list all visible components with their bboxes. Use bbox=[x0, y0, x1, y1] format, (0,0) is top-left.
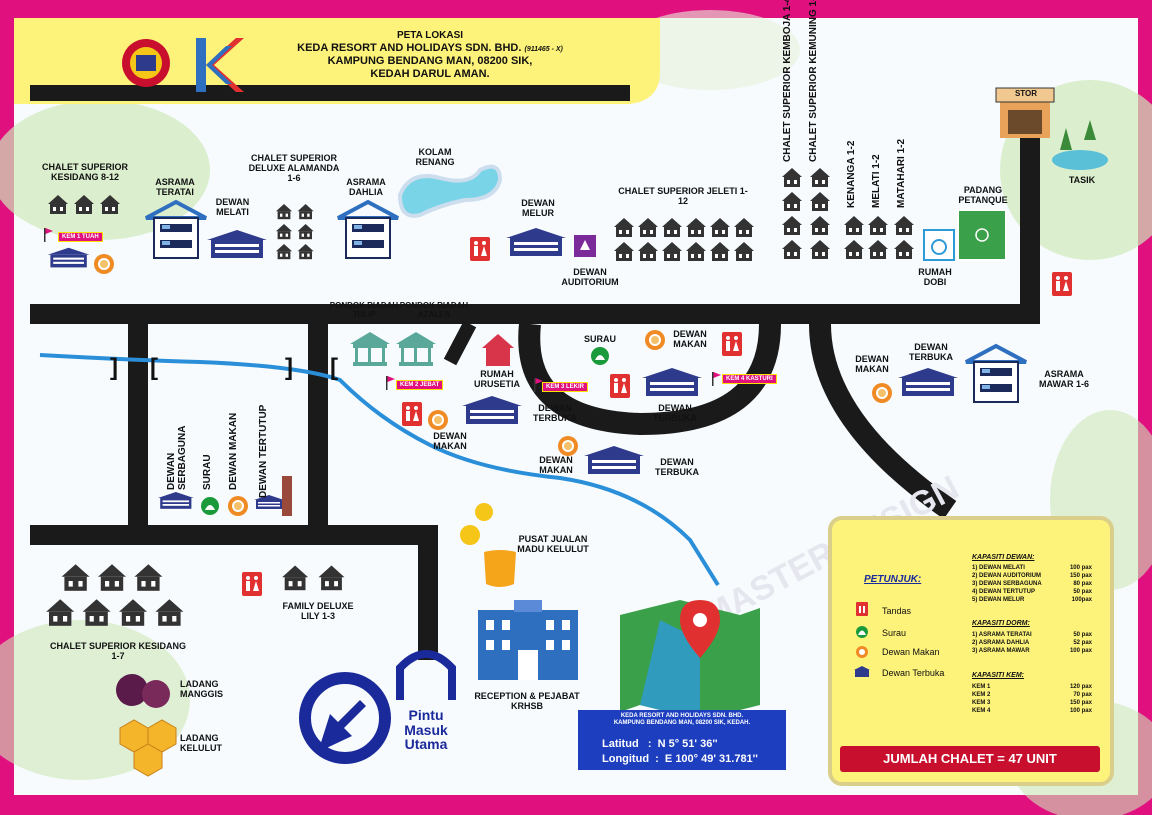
label-chalet-alamanda: CHALET SUPERIOR DELUXE ALAMANDA 1-6 bbox=[248, 153, 340, 183]
svg-text:]: ] bbox=[110, 354, 118, 381]
label-tasik: TASIK bbox=[1068, 175, 1096, 185]
title-line2: KEDA RESORT AND HOLIDAYS SDN. BHD. bbox=[297, 42, 522, 54]
label-matahari: MATAHARI 1-2 bbox=[896, 138, 907, 208]
label-dewan-tertutup: DEWAN TERTUTUP bbox=[258, 404, 269, 498]
svg-text:[: [ bbox=[330, 354, 338, 381]
label-asrama-teratai: ASRAMA TERATAI bbox=[155, 177, 195, 197]
coords-latitude: Latitud : N 5° 51' 36'' bbox=[602, 738, 718, 750]
coords-longitude: Longitud : E 100° 49' 31.781'' bbox=[602, 753, 758, 765]
label-pusat-madu: PUSAT JUALAN MADU KELULUT bbox=[517, 534, 589, 554]
label-dewan-terbuka-right: DEWAN TERBUKA bbox=[909, 342, 953, 362]
label-dewan-makan-lower: DEWAN MAKAN bbox=[539, 455, 573, 475]
label-dewan-makan-mid: DEWAN MAKAN bbox=[433, 431, 467, 451]
label-pintu-masuk: Pintu Masuk Utama bbox=[404, 707, 448, 753]
kem-3-badge: KEM 3 LEKIR bbox=[542, 382, 589, 392]
label-surau-left: SURAU bbox=[202, 454, 213, 490]
label-padang-petanque: PADANG PETANQUE bbox=[958, 185, 1008, 205]
legend-dorm-title: KAPASITI DORM: bbox=[972, 620, 1030, 627]
kem-1-badge: KEM 1 TUAH bbox=[58, 232, 103, 242]
label-stor: STOR bbox=[1014, 89, 1038, 98]
stor-building bbox=[995, 87, 1055, 138]
title-reg-no: (911465 - X) bbox=[524, 46, 563, 53]
title-line3: KAMPUNG BENDANG MAN, 08200 SIK, bbox=[327, 55, 533, 68]
label-kenanga: KENANGA 1-2 bbox=[846, 140, 857, 208]
label-ladang-kelulut: LADANG KELULUT bbox=[180, 733, 222, 753]
legend-icons bbox=[854, 602, 870, 677]
label-chalet-kemuning: CHALET SUPERIOR KEMUNING 1-4 bbox=[808, 0, 819, 162]
kem-4-badge: KEM 4 KASTURI bbox=[722, 374, 777, 384]
svg-text:]: ] bbox=[285, 354, 293, 381]
map-title: PETA LOKASI KEDA RESORT AND HOLIDAYS SDN… bbox=[250, 30, 610, 82]
label-dewan-serbaguna: DEWAN SERBAGUNA bbox=[166, 425, 188, 490]
label-pondok-azalea: PONDOK RIADAH AZALEA bbox=[399, 301, 469, 319]
label-rumah-dobi: RUMAH DOBI bbox=[918, 267, 952, 287]
k-logo bbox=[196, 38, 244, 92]
total-chalet-banner: JUMLAH CHALET = 47 UNIT bbox=[840, 746, 1100, 772]
label-surau-center: SURAU bbox=[583, 334, 616, 344]
entrance-gate bbox=[396, 650, 456, 700]
label-asrama-mawar: ASRAMA MAWAR 1-6 bbox=[1038, 369, 1089, 389]
roads bbox=[30, 85, 1040, 660]
label-chalet-jeleti: CHALET SUPERIOR JELETI 1-12 bbox=[618, 186, 748, 206]
label-dewan-makan-right: DEWAN MAKAN bbox=[855, 354, 889, 374]
coords-address: KAMPUNG BENDANG MAN, 08200 SIK, KEDAH. bbox=[613, 720, 751, 727]
label-dewan-terbuka-lower: DEWAN TERBUKA bbox=[655, 457, 699, 477]
label-dewan-makan-left: DEWAN MAKAN bbox=[228, 412, 239, 490]
legend-item-dewan-terbuka: Dewan Terbuka bbox=[882, 668, 945, 678]
label-pondok-tulip: PONDOK RIADAH TULIP bbox=[329, 301, 399, 319]
label-chalet-kesidang-1-7: CHALET SUPERIOR KESIDANG 1-7 bbox=[50, 641, 187, 661]
label-dewan-melur: DEWAN MELUR bbox=[521, 198, 555, 218]
legend-dewan-title: KAPASITI DEWAN: bbox=[972, 554, 1035, 561]
label-chalet-kesidang-8-12: CHALET SUPERIOR KESIDANG 8-12 bbox=[41, 162, 128, 182]
toilet-icon bbox=[856, 602, 868, 616]
hall-icon bbox=[854, 666, 870, 677]
legend-title: PETUNJUK: bbox=[864, 574, 922, 585]
plate-icon bbox=[856, 646, 868, 658]
label-dewan-melati: DEWAN MELATI bbox=[215, 197, 250, 217]
title-line4: KEDAH DARUL AMAN. bbox=[370, 68, 490, 81]
legend-item-dewan-makan: Dewan Makan bbox=[882, 647, 940, 657]
keda-logo bbox=[122, 39, 170, 87]
label-rumah-urusetia: RUMAH URUSETIA bbox=[473, 369, 520, 389]
coordinates-box: KEDA RESORT AND HOLIDAYS SDN. BHD.KAMPUN… bbox=[578, 710, 786, 770]
label-melati-1-2: MELATI 1-2 bbox=[871, 154, 882, 208]
label-dewan-terbuka-center: DEWAN TERBUKA bbox=[653, 403, 697, 423]
title-line1: PETA LOKASI bbox=[396, 30, 464, 41]
label-dewan-makan-center: DEWAN MAKAN bbox=[673, 329, 707, 349]
legend-kem-title: KAPASITI KEM: bbox=[972, 672, 1024, 679]
label-kolam-renang: KOLAM RENANG bbox=[415, 147, 455, 167]
mosque-icon bbox=[856, 626, 868, 638]
svg-text:[: [ bbox=[150, 354, 158, 381]
legend-panel: PETUNJUK: Tandas Surau Dewan Makan Dewan… bbox=[828, 516, 1114, 786]
label-dewan-auditorium: DEWAN AUDITORIUM bbox=[561, 267, 619, 287]
entrance-arrow bbox=[299, 672, 391, 764]
river bbox=[39, 353, 720, 587]
label-chalet-kemboja: CHALET SUPERIOR KEMBOJA 1-4 bbox=[782, 0, 793, 162]
coords-company: KEDA RESORT AND HOLIDAYS SDN. BHD. bbox=[620, 713, 744, 719]
kem-2-badge: KEM 2 JEBAT bbox=[396, 380, 444, 390]
label-asrama-dahlia: ASRAMA DAHLIA bbox=[346, 177, 386, 197]
legend-item-tandas: Tandas bbox=[882, 606, 912, 616]
label-dewan-terbuka-mid: DEWAN TERBUKA bbox=[533, 403, 577, 423]
label-ladang-manggis: LADANG MANGGIS bbox=[180, 679, 224, 699]
map-pin-graphic bbox=[620, 600, 760, 720]
label-family-deluxe: FAMILY DELUXE LILY 1-3 bbox=[282, 601, 354, 621]
legend-item-surau: Surau bbox=[882, 628, 907, 638]
label-reception: RECEPTION & PEJABAT KRHSB bbox=[474, 691, 580, 711]
